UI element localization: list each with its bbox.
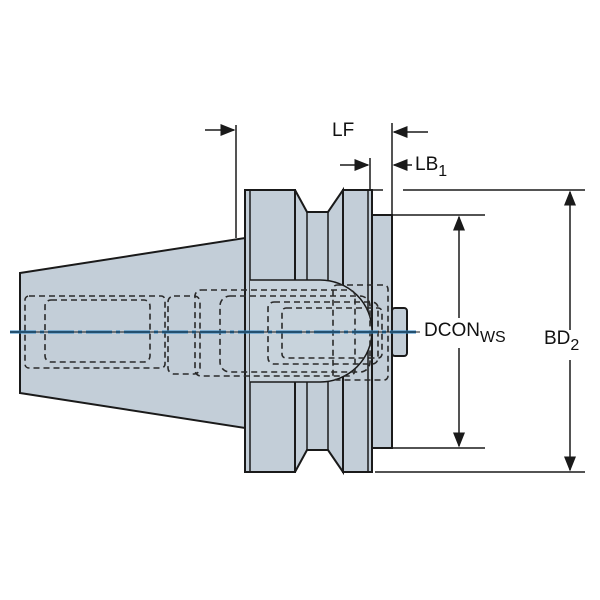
bd-subscript: 2 <box>570 337 580 354</box>
bd2-label: BD2 <box>544 328 579 355</box>
lb-subscript: 1 <box>438 163 448 180</box>
dcon-ws-label: DCONWS <box>424 320 506 347</box>
lf-text: LF <box>332 120 355 141</box>
dimension-lines <box>205 123 585 473</box>
lb1-label: LB1 <box>415 154 447 181</box>
lf-label: LF <box>332 120 354 142</box>
dcon-text: DCON <box>424 320 480 341</box>
lb-text: LB <box>415 154 439 175</box>
bd-text: BD <box>544 328 571 349</box>
dcon-subscript: WS <box>479 329 506 346</box>
